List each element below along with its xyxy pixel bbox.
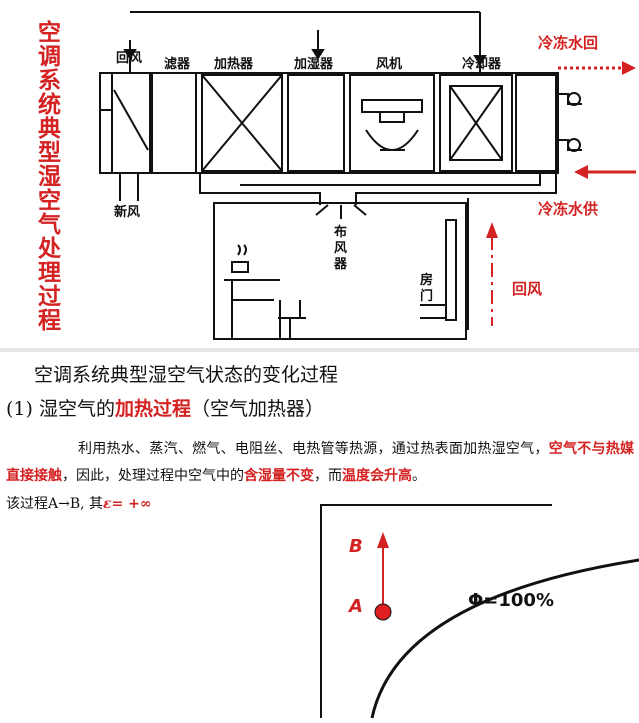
- vertical-title: 空 调 系 统 典 型 湿 空 气 处 理 过 程: [37, 19, 61, 334]
- title-char: 空: [38, 19, 61, 46]
- humidifier-block: [287, 74, 345, 172]
- saturation-curve: [370, 558, 639, 719]
- subheading: (1) 湿空气的加热过程（空气加热器）: [6, 394, 324, 421]
- label-fan: 风机: [376, 56, 402, 72]
- title-char: 系: [38, 68, 61, 94]
- title-char: 空: [38, 187, 61, 214]
- point-a-marker: [374, 603, 392, 621]
- content-panel: 空调系统典型湿空气状态的变化过程 (1) 湿空气的加热过程（空气加热器） 利用热…: [0, 352, 639, 723]
- title-char: 过: [38, 284, 61, 310]
- room: [213, 202, 467, 340]
- label-return-air-red: 回风: [512, 280, 542, 298]
- ahu-casing: [99, 72, 559, 174]
- label-filter: 滤器: [164, 56, 191, 72]
- label-fresh-air: 新风: [114, 204, 140, 220]
- highlight-temperature-rise: 温度会升高: [342, 468, 412, 484]
- epsilon-value: ε= +∞: [103, 496, 152, 512]
- process-formula: 该过程A→B, 其ε= +∞: [6, 496, 152, 512]
- title-char: 理: [38, 260, 61, 286]
- filter-block: [151, 72, 197, 174]
- highlight-constant-moisture: 含湿量不变: [244, 468, 314, 484]
- label-cooler: 冷却器: [462, 56, 502, 72]
- chart-frame: [320, 504, 552, 718]
- point-a-label: A: [347, 596, 363, 617]
- cooler-block: [439, 74, 513, 172]
- svg-text:房: 房: [420, 272, 433, 288]
- curve-label: Φ=100%: [468, 590, 554, 611]
- label-return-air: 回风: [116, 51, 142, 66]
- label-chilled-supply: 冷冻水供: [538, 200, 598, 218]
- section-heading: 空调系统典型湿空气状态的变化过程: [34, 364, 339, 386]
- title-char: 型: [38, 140, 61, 166]
- title-char: 气: [37, 211, 61, 238]
- title-char: 湿: [38, 164, 61, 190]
- label-room-door: 房 门: [420, 272, 433, 304]
- title-char: 典: [38, 115, 61, 142]
- subhead-suffix: （空气加热器）: [190, 398, 324, 420]
- mixing-box: [111, 72, 151, 174]
- label-diffuser: 布 风 器: [333, 224, 348, 272]
- arrow-up-icon: [486, 222, 498, 238]
- subhead-highlight: 加热过程: [114, 398, 191, 420]
- arrow-right-icon: [622, 61, 636, 75]
- hvac-schematic: 空 调 系 统 典 型 湿 空 气 处 理 过 程: [37, 11, 636, 340]
- subhead-prefix: (1) 湿空气的: [6, 398, 115, 420]
- arrow-left-icon: [574, 165, 588, 179]
- highlight-no-contact: 空气不与热媒直接接触: [6, 441, 635, 484]
- arrow-up-icon: [377, 532, 389, 548]
- description-paragraph: 利用热水、蒸汽、燃气、电阻丝、电热管等热源，通过热表面加热湿空气，空气不与热媒直…: [6, 441, 635, 484]
- heater-block: [201, 74, 283, 172]
- point-b-label: B: [349, 536, 363, 557]
- svg-text:器: 器: [333, 257, 348, 272]
- svg-text:风: 风: [334, 241, 347, 256]
- schematic-panel: 空 调 系 统 典 型 湿 空 气 处 理 过 程: [0, 0, 639, 348]
- title-char: 调: [38, 44, 61, 70]
- divider: [0, 348, 639, 352]
- fan-section: [349, 74, 435, 172]
- label-humidifier: 加湿器: [293, 57, 334, 72]
- svg-text:门: 门: [420, 288, 433, 304]
- title-char: 程: [38, 308, 61, 334]
- title-char: 统: [38, 91, 61, 118]
- label-heater: 加热器: [213, 56, 254, 72]
- label-chilled-return: 冷冻水回: [538, 34, 598, 52]
- svg-text:布: 布: [334, 224, 347, 240]
- title-char: 处: [37, 236, 61, 262]
